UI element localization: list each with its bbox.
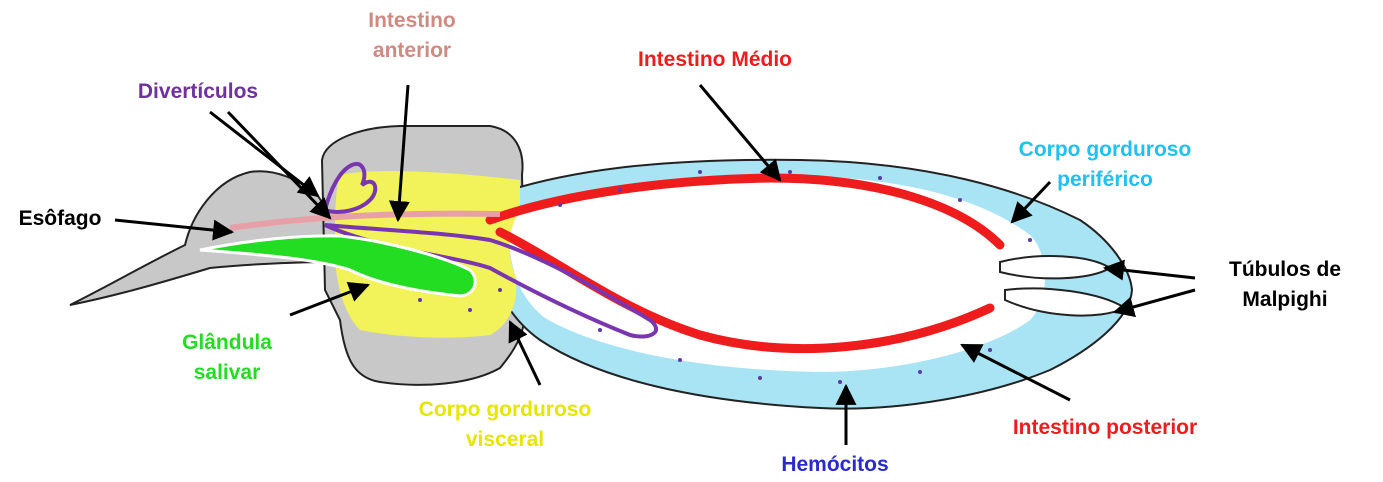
label-intestino-anterior-line2: anterior [352, 36, 472, 66]
hemocyte-dot [418, 298, 422, 302]
hemocyte-dot [1028, 238, 1032, 242]
hemocyte-dot [468, 308, 472, 312]
label-hemocitos: Hemócitos [755, 450, 915, 480]
hemocyte-dot [598, 328, 602, 332]
label-tubulos-line1: Túbulos de [1215, 255, 1355, 285]
label-tubulos-line2: Malpighi [1215, 285, 1355, 315]
label-corpo-gorduroso-visceral: Corpo gorduroso visceral [400, 395, 610, 455]
hemocyte-dot [698, 170, 702, 174]
hemocyte-dot [758, 376, 762, 380]
label-tubulos-malpighi: Túbulos de Malpighi [1215, 255, 1355, 315]
label-esofago: Esôfago [5, 204, 115, 234]
hemocyte-dot [958, 198, 962, 202]
label-diverticulos: Divertículos [118, 77, 278, 107]
label-intestino-medio: Intestino Médio [600, 45, 830, 75]
label-glandula-salivar: Glândula salivar [162, 328, 292, 388]
hemocyte-dot [878, 176, 882, 180]
hemocyte-dot [788, 170, 792, 174]
hemocyte-dot [988, 348, 992, 352]
label-corpo-gorduroso-periferico: Corpo gorduroso periférico [985, 135, 1225, 195]
label-corpo-periferico-line2: periférico [985, 165, 1225, 195]
hemocyte-dot [498, 288, 502, 292]
label-corpo-visceral-line2: visceral [400, 425, 610, 455]
label-corpo-visceral-line1: Corpo gorduroso [400, 395, 610, 425]
hemocyte-dot [558, 203, 562, 207]
label-glandula-line1: Glândula [162, 328, 292, 358]
label-intestino-posterior: Intestino posterior [985, 413, 1225, 443]
label-intestino-anterior-line1: Intestino [352, 6, 472, 36]
hemocyte-dot [838, 380, 842, 384]
hemocyte-dot [618, 188, 622, 192]
hemocyte-dot [678, 358, 682, 362]
label-glandula-line2: salivar [162, 358, 292, 388]
label-corpo-periferico-line1: Corpo gorduroso [985, 135, 1225, 165]
label-intestino-anterior: Intestino anterior [352, 6, 472, 66]
hemocyte-dot [918, 370, 922, 374]
